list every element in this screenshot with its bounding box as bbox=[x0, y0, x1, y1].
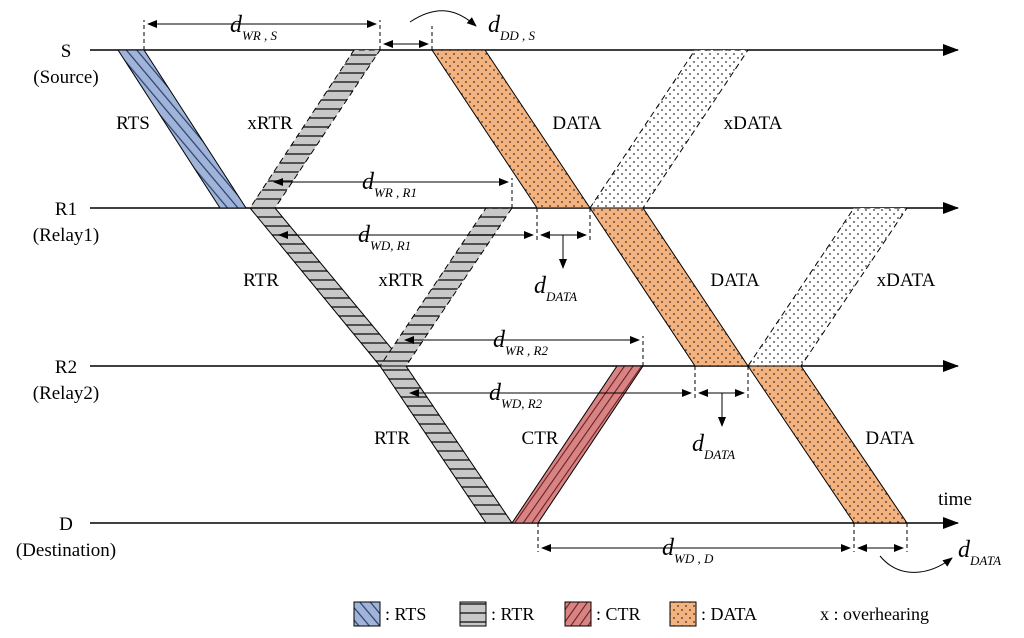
delay-d-wr-r2: dWR , R2 bbox=[493, 327, 548, 358]
node-d-name: D bbox=[59, 514, 73, 535]
label-xdata-r1: xDATA bbox=[877, 270, 936, 291]
label-data-s: DATA bbox=[552, 113, 601, 134]
legend-swatch-rts bbox=[353, 601, 381, 627]
delay-d-data-d: dDATA bbox=[958, 537, 1001, 568]
delay-d-wr-r1: dWR , R1 bbox=[362, 169, 417, 200]
frame-xrtr-r1 bbox=[379, 207, 513, 367]
label-xdata-s: xDATA bbox=[724, 113, 783, 134]
label-xrtr-s: xRTR bbox=[247, 113, 293, 134]
node-r1-name: R1 bbox=[55, 199, 77, 220]
label-rts: RTS bbox=[116, 113, 150, 134]
legend-label-rts: : RTS bbox=[385, 604, 426, 624]
label-rtr-r2: RTR bbox=[374, 428, 410, 449]
delay-d-wd-r2: dWD, R2 bbox=[489, 380, 543, 411]
frame-rts bbox=[117, 49, 247, 209]
delay-d-wd-d: dWD , D bbox=[662, 535, 714, 566]
legend-swatch-ctr bbox=[564, 601, 592, 627]
legend-label-data: : DATA bbox=[701, 604, 757, 624]
frames bbox=[117, 49, 908, 524]
node-labels: S (Source) R1 (Relay1) R2 (Relay2) D (De… bbox=[16, 41, 972, 561]
node-r2-full: (Relay2) bbox=[33, 383, 99, 404]
node-r2-name: R2 bbox=[55, 357, 77, 378]
legend-swatch-data bbox=[669, 601, 697, 627]
legend-label-ctr: : CTR bbox=[596, 604, 641, 624]
node-s-name: S bbox=[61, 41, 72, 62]
delay-d-dd-s: dDD , S bbox=[488, 12, 536, 43]
delay-d-wd-r1: dWD, R1 bbox=[358, 222, 411, 253]
label-rtr-r1: RTR bbox=[243, 270, 279, 291]
time-axis-label: time bbox=[938, 489, 972, 510]
node-s-full: (Source) bbox=[33, 67, 98, 88]
delay-d-data-r1: dDATA bbox=[534, 273, 577, 304]
label-data-r1: DATA bbox=[710, 270, 759, 291]
legend-label-rtr: : RTR bbox=[491, 604, 534, 624]
legend-swatch-rtr bbox=[459, 601, 487, 627]
node-d-full: (Destination) bbox=[16, 540, 116, 561]
dimension-lines bbox=[143, 10, 953, 573]
label-data-r2: DATA bbox=[865, 428, 914, 449]
frame-labels: RTS xRTR DATA xDATA RTR xRTR DATA xDATA … bbox=[116, 113, 935, 449]
delay-d-data-r2: dDATA bbox=[692, 431, 735, 462]
legend: : RTS : RTR : CTR : DATA x : overhearing bbox=[353, 601, 929, 627]
legend-label-overhearing: x : overhearing bbox=[820, 604, 929, 624]
label-xrtr-r1: xRTR bbox=[378, 270, 424, 291]
node-r1-full: (Relay1) bbox=[33, 225, 99, 246]
delay-d-wr-s: dWR , S bbox=[230, 12, 278, 43]
delay-labels: dWR , S dDD , S dWR , R1 dWD, R1 dDATA d… bbox=[230, 12, 1001, 568]
label-ctr: CTR bbox=[522, 428, 559, 449]
